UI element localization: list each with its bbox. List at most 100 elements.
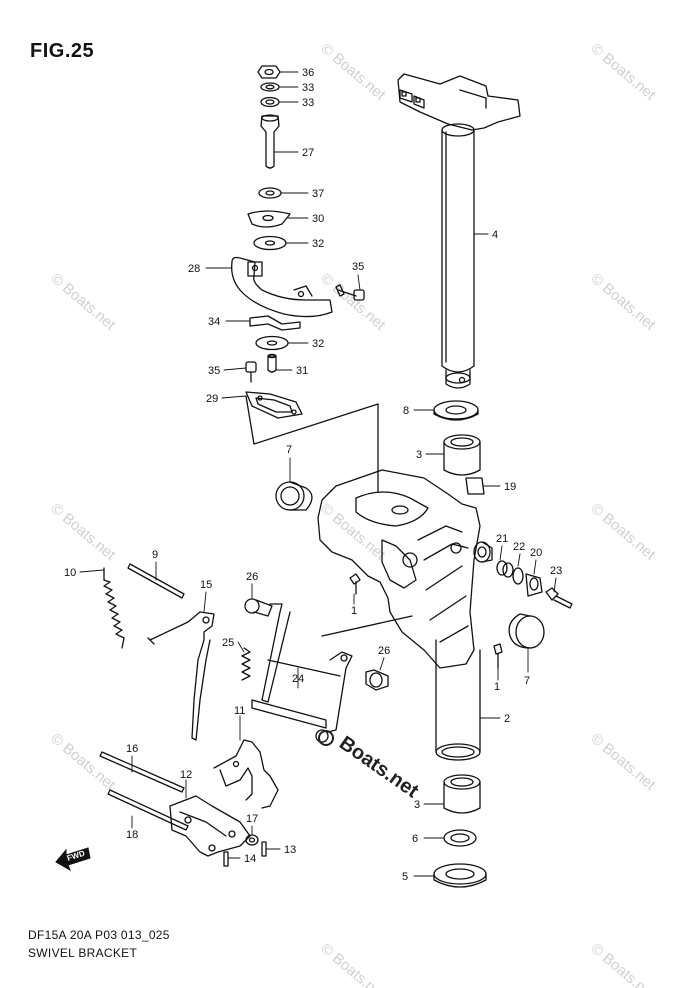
- callout-30: 30: [312, 213, 324, 225]
- callout-labels: 36 33 33 27 37 30 32 28 35 34 32 35 31 2…: [64, 67, 562, 883]
- part-pin-13: [261, 841, 267, 857]
- part-rod-16: [99, 751, 185, 793]
- watermark: © Boats.net: [587, 270, 659, 334]
- part-bushing-3b: [443, 774, 481, 814]
- part-washer-32a: [253, 235, 287, 251]
- part-washer-32b: [255, 335, 289, 351]
- callout-4: 4: [492, 229, 498, 241]
- callout-19: 19: [504, 481, 516, 493]
- callout-26b: 26: [378, 645, 390, 657]
- part-washer-22: [512, 567, 524, 585]
- model-code: DF15A 20A P03 013_025: [28, 928, 170, 942]
- callout-18: 18: [126, 829, 138, 841]
- part-screw-1a: [349, 573, 361, 595]
- figure-title: FIG.25: [30, 40, 95, 62]
- callout-10: 10: [64, 567, 76, 579]
- callout-35a: 35: [352, 261, 364, 273]
- leader-lines: [79, 71, 557, 877]
- part-nut-20: [525, 573, 543, 597]
- part-washer-37: [258, 187, 282, 199]
- callout-15: 15: [200, 579, 212, 591]
- callout-32a: 32: [312, 238, 324, 250]
- part-pin-27: [260, 114, 280, 169]
- part-bolt-35a: [335, 284, 365, 301]
- watermark-center: Boats.net: [318, 730, 423, 803]
- part-steering-shaft-4: [397, 73, 521, 389]
- forward-arrow: FWD: [55, 847, 91, 872]
- callout-1a: 1: [351, 605, 357, 617]
- part-lever-15: [147, 611, 215, 741]
- watermark: © Boats.net: [317, 40, 389, 104]
- watermark: © Boats.net: [317, 940, 389, 988]
- part-bushing-7b: [508, 613, 545, 649]
- callout-33a: 33: [302, 82, 314, 94]
- part-swivel-bracket: [317, 469, 481, 669]
- part-washer-6: [443, 829, 477, 847]
- callout-1b: 1: [494, 681, 500, 693]
- watermark: © Boats.net: [587, 500, 659, 564]
- callout-8: 8: [403, 405, 409, 417]
- callout-2: 2: [504, 713, 510, 725]
- callout-9: 9: [152, 549, 158, 561]
- callout-28: 28: [188, 263, 200, 275]
- part-stay-12: [169, 795, 251, 857]
- callout-7b: 7: [524, 675, 530, 687]
- part-pin-14: [223, 851, 229, 867]
- watermark: © Boats.net: [47, 500, 119, 564]
- callout-11: 11: [234, 705, 245, 717]
- callout-32b: 32: [312, 338, 324, 350]
- callout-3a: 3: [416, 449, 422, 461]
- callout-37: 37: [312, 188, 324, 200]
- callout-5: 5: [402, 871, 408, 883]
- watermark: © Boats.net: [587, 730, 659, 794]
- watermark: © Boats.net: [317, 500, 389, 564]
- callout-23: 23: [550, 565, 562, 577]
- watermark: © Boats.net: [47, 270, 119, 334]
- watermark-layer: © Boats.net © Boats.net © Boats.net © Bo…: [47, 40, 659, 988]
- part-wavewasher-21: [496, 560, 514, 578]
- part-lever-28: [231, 256, 333, 318]
- part-washer-33b: [260, 96, 280, 108]
- part-clamp-shaft-2: [435, 639, 481, 761]
- part-screw-1b: [493, 643, 503, 669]
- callout-16: 16: [126, 743, 138, 755]
- part-nut-36: [257, 65, 281, 79]
- part-bushing-3a: [443, 434, 481, 476]
- part-spring-clip-34: [249, 315, 301, 331]
- callout-24: 24: [292, 673, 304, 685]
- callout-21: 21: [496, 533, 508, 545]
- part-bolt-35b: [245, 361, 257, 383]
- callout-22: 22: [513, 541, 525, 553]
- part-bracket-29: [245, 391, 303, 419]
- reference-line-1: [321, 615, 413, 637]
- callout-17: 17: [246, 813, 258, 825]
- part-bolt-26b: [365, 669, 389, 691]
- callout-12: 12: [180, 769, 192, 781]
- watermark: © Boats.net: [47, 730, 119, 794]
- callout-33b: 33: [302, 97, 314, 109]
- callout-3b: 3: [414, 799, 420, 811]
- figure-name: SWIVEL BRACKET: [28, 946, 138, 960]
- part-pin-31: [267, 353, 277, 373]
- part-plate-19: [465, 477, 485, 495]
- callout-14: 14: [244, 853, 256, 865]
- part-bushing-21: [473, 541, 493, 563]
- callout-7a: 7: [286, 444, 292, 456]
- callout-31: 31: [296, 365, 308, 377]
- part-rod-9: [127, 563, 185, 599]
- part-spring-25: [241, 647, 251, 681]
- part-washer-17: [245, 834, 259, 846]
- callout-29: 29: [206, 393, 218, 405]
- callout-27: 27: [302, 147, 314, 159]
- callout-25: 25: [222, 637, 234, 649]
- watermark: © Boats.net: [587, 40, 659, 104]
- part-washer-5: [433, 863, 487, 888]
- reference-bracket-lines: [245, 395, 379, 493]
- part-bolt-23: [545, 587, 573, 609]
- part-bushing-7a: [275, 481, 313, 511]
- part-plate-30: [247, 210, 291, 228]
- callout-26a: 26: [246, 571, 258, 583]
- part-rod-18: [107, 789, 189, 831]
- part-bolt-26a: [244, 598, 273, 617]
